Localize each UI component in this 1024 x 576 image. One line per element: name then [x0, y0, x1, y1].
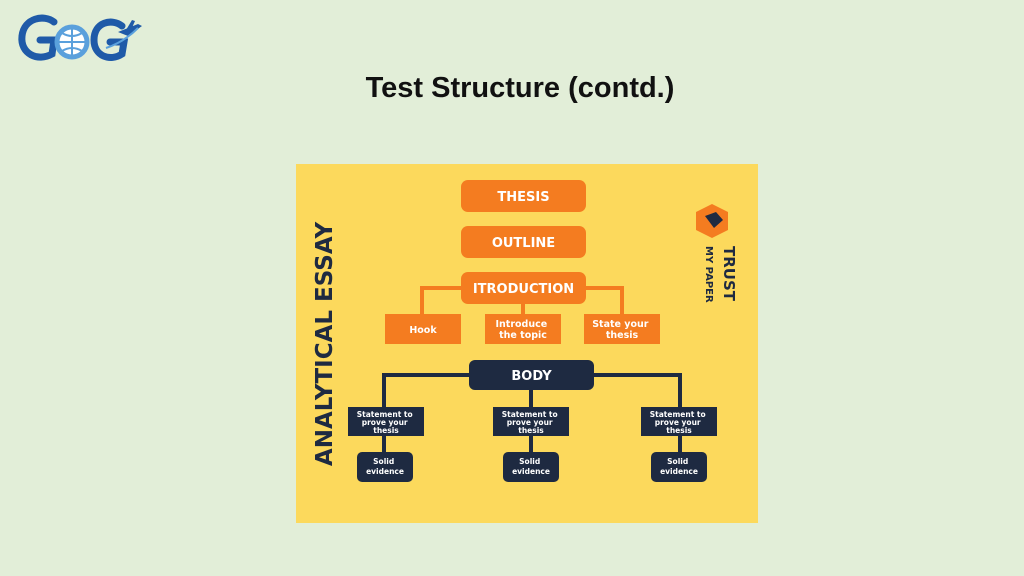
logo-first-g [18, 14, 59, 61]
body-statement-3 [641, 407, 717, 436]
introduction-label: ITRODUCTION [473, 282, 574, 297]
body-evidence-3 [651, 452, 707, 482]
body-statement-2 [493, 407, 569, 436]
body-statement-1-text: Statement to prove your thesis [357, 410, 416, 435]
brand-line1: TRUST [720, 246, 738, 302]
thesis-box [461, 180, 586, 212]
body-box [469, 360, 594, 390]
essay-structure-diagram: ANALYTICAL ESSAY TRUST MY PAPER THESIS [296, 164, 758, 523]
body-evidence-3-text: Solid evidence [660, 457, 698, 476]
thesis-label: THESIS [497, 190, 549, 205]
intro-item-hook [385, 314, 461, 344]
intro-item-state-thesis [584, 314, 660, 344]
outline-label: OUTLINE [492, 236, 555, 251]
introduction-box [461, 272, 586, 304]
intro-item-hook-text: Hook [409, 325, 437, 336]
body-statement-1 [348, 407, 424, 436]
trust-my-paper-logo: TRUST MY PAPER [696, 204, 738, 303]
outline-box [461, 226, 586, 258]
body-statement-3-text: Statement to prove your thesis [650, 410, 709, 435]
body-evidence-2 [503, 452, 559, 482]
plane-icon [118, 20, 142, 36]
gog-logo [14, 8, 144, 70]
intro-item-introduce-topic-text: Introduce the topic [495, 319, 550, 341]
brand-line2: MY PAPER [703, 246, 714, 303]
connector-lines [382, 286, 682, 452]
body-evidence-2-text: Solid evidence [512, 457, 550, 476]
intro-item-introduce-topic [485, 314, 561, 344]
body-evidence-1-text: Solid evidence [366, 457, 404, 476]
body-evidence-1 [357, 452, 413, 482]
logo-second-g [90, 18, 129, 61]
slide-title: Test Structure (contd.) [365, 72, 675, 104]
side-title: ANALYTICAL ESSAY [312, 222, 338, 467]
intro-item-state-thesis-text: State your thesis [592, 319, 652, 341]
body-label: BODY [511, 369, 552, 384]
body-statement-2-text: Statement to prove your thesis [502, 410, 561, 435]
